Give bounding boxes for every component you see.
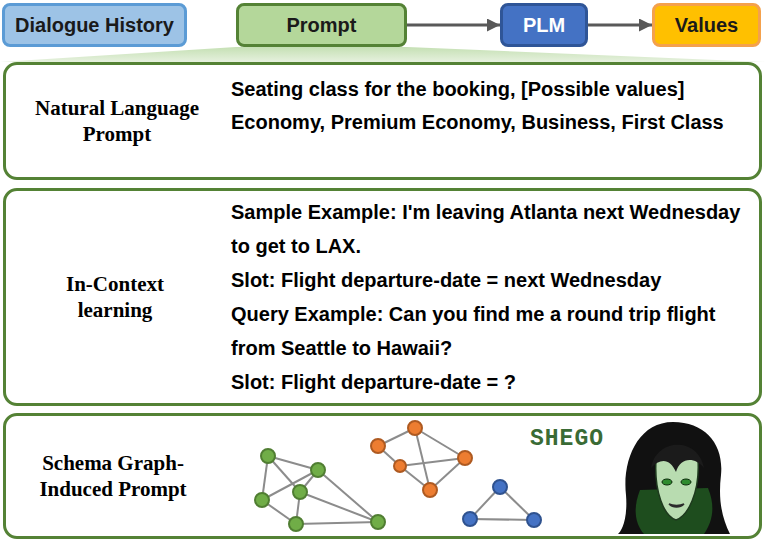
- character-lips: [669, 504, 684, 507]
- box-label: Prompt: [287, 14, 357, 37]
- prompt-text: Economy, Premium Economy, Business, Firs…: [231, 106, 751, 139]
- prompt-text: Seating class for the booking, [Possible…: [231, 73, 751, 106]
- graph-vertices: [255, 421, 541, 531]
- prompt-box: Prompt: [236, 3, 407, 47]
- model-box: PLM: [500, 3, 588, 47]
- character-eye: [681, 479, 691, 485]
- schema-graphs: [262, 428, 534, 524]
- character-hood: [618, 422, 730, 534]
- green-graph-edges: [262, 456, 378, 524]
- panel-heading: Schema Graph-Induced Prompt: [24, 450, 202, 503]
- orange-vertices: [371, 421, 472, 497]
- model-name: SHEGO: [530, 426, 604, 452]
- character-eye: [662, 479, 672, 485]
- box-label: Values: [675, 14, 738, 37]
- panel-heading: In-Context learning: [40, 271, 190, 324]
- character-figure: [618, 422, 730, 534]
- box-label: Dialogue History: [15, 14, 174, 37]
- panel-body: Seating class for the booking, [Possible…: [231, 73, 751, 139]
- output-box: Values: [652, 3, 761, 47]
- character-bangs: [651, 445, 704, 472]
- zoom-wedge: [0, 47, 765, 62]
- box-label: PLM: [523, 14, 565, 37]
- prompt-panel: Natural Language Prompt Seating class for…: [3, 62, 762, 180]
- prompt-panel: Schema Graph-Induced Prompt SHEGO: [3, 413, 762, 539]
- orange-graph-edges: [378, 428, 465, 490]
- prompt-text: Slot: Flight departure-date = next Wedne…: [231, 263, 751, 297]
- blue-vertices: [463, 480, 541, 527]
- prompt-text: Slot: Flight departure-date = ?: [231, 365, 751, 399]
- green-vertices: [255, 449, 385, 531]
- input-box: Dialogue History: [2, 3, 187, 47]
- prompt-panel: In-Context learning Sample Example: I'm l…: [3, 188, 762, 406]
- flow-arrow: [588, 24, 652, 27]
- panel-heading: Natural Language Prompt: [12, 95, 222, 148]
- prompt-text: Sample Example: I'm leaving Atlanta next…: [231, 195, 751, 263]
- flow-arrow: [407, 24, 500, 27]
- prompt-text: Query Example: Can you find me a round t…: [231, 297, 751, 365]
- panel-body: Sample Example: I'm leaving Atlanta next…: [231, 195, 751, 399]
